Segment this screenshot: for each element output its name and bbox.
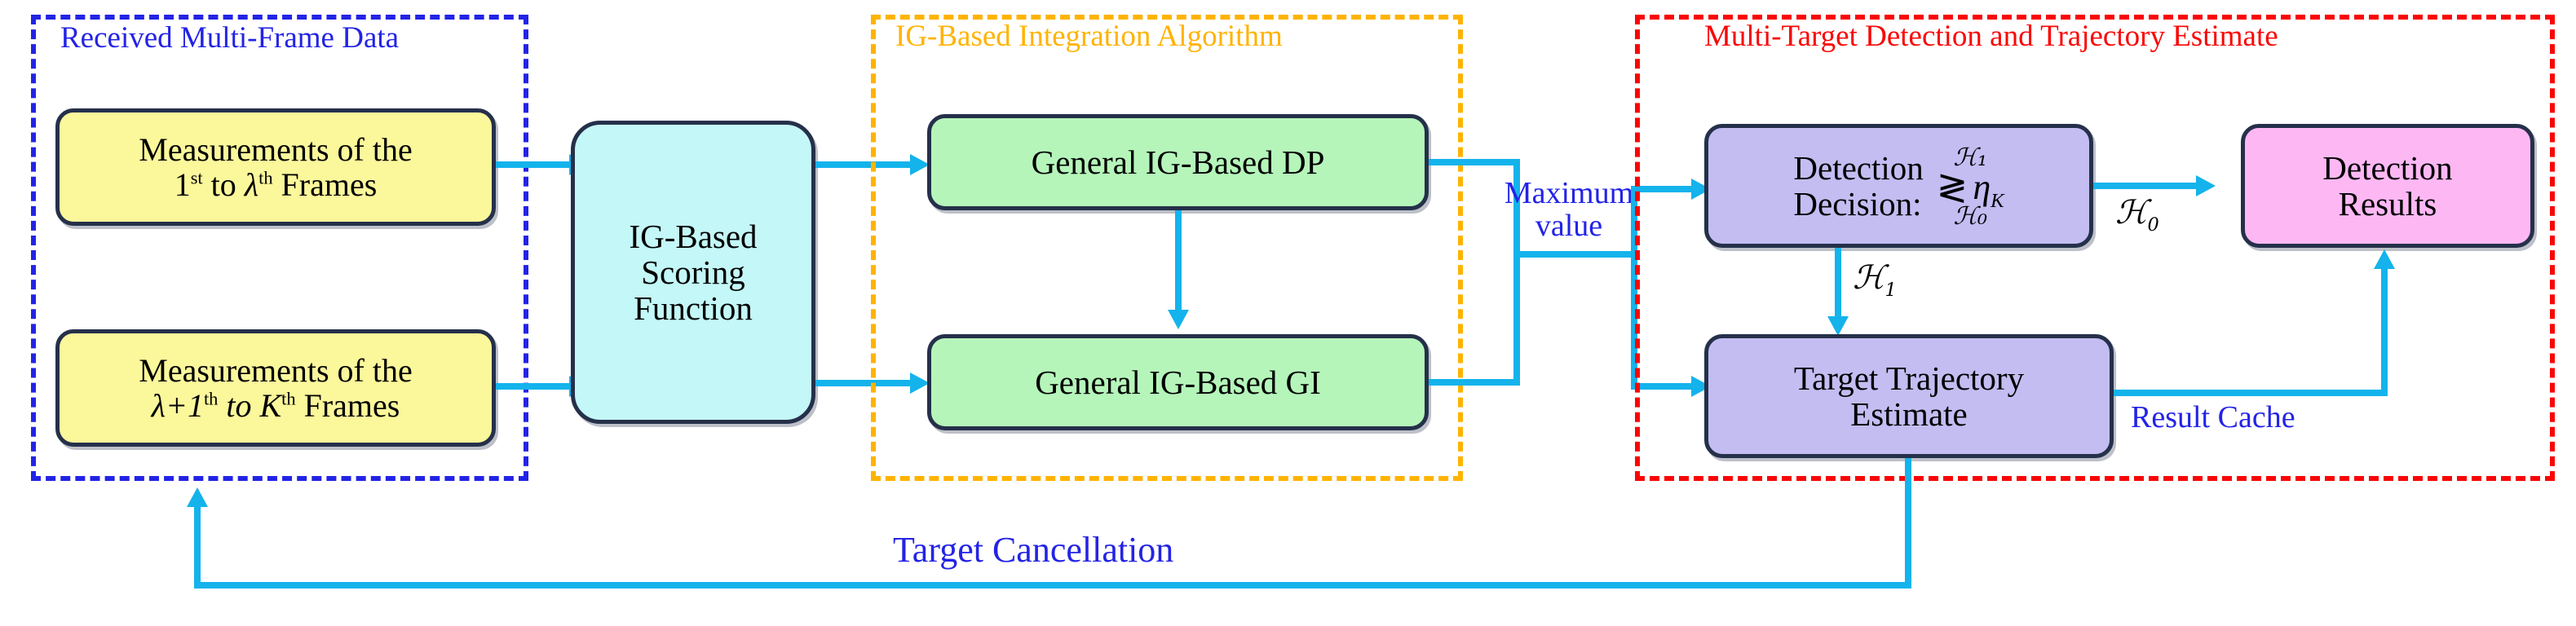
label-maximum-value: Maximum value	[1487, 176, 1650, 243]
label-result-cache: Result Cache	[2131, 400, 2295, 434]
detection-results-line2: Results	[2338, 185, 2437, 223]
node-detection-results-text: Detection Results	[2245, 148, 2530, 223]
node-dp-text: General IG-Based DP	[1031, 143, 1325, 181]
meas-second-frames: Frames	[295, 387, 400, 424]
meas-second-line1: Measurements of the	[139, 351, 413, 389]
node-detection-decision[interactable]: Detection Decision: ℋ₁ ≷ηK ℋ₀	[1704, 124, 2093, 248]
meas-second-sup2: th	[281, 388, 296, 409]
hypothesis-h1-top: ℋ₁	[1953, 143, 1988, 172]
group-received-title: Received Multi-Frame Data	[60, 21, 400, 55]
merge-line-vertical	[1513, 159, 1520, 386]
maximum-value-line2: value	[1535, 208, 1603, 243]
h0-symbol: ℋ	[2115, 194, 2148, 231]
meas-second-to-k: to K	[218, 387, 282, 424]
trajectory-line1: Target Trajectory	[1793, 359, 2025, 397]
node-measurements-first-frames-text: Measurements of the 1st to λth Frames	[60, 132, 492, 202]
meas-first-frames: Frames	[272, 166, 378, 203]
merge-line-gi-right	[1429, 379, 1520, 386]
node-ig-based-scoring-function[interactable]: IG-Based Scoring Function	[571, 121, 815, 424]
node-scoring-text: IG-Based Scoring Function	[575, 217, 811, 328]
node-detection-decision-text: Detection Decision: ℋ₁ ≷ηK ℋ₀	[1708, 143, 2089, 231]
meas-first-lambda: λ	[244, 166, 259, 203]
arrow-line-dp-to-gi	[1175, 210, 1182, 311]
label-h1-branch: ℋ1	[1853, 259, 1897, 299]
h1-symbol: ℋ	[1853, 259, 1885, 297]
node-general-ig-based-gi[interactable]: General IG-Based GI	[927, 334, 1429, 430]
split-line-to-decision	[1631, 186, 1701, 192]
detection-decision-line2: Decision:	[1793, 185, 1922, 223]
detection-results-line1: Detection	[2322, 148, 2453, 187]
arrow-head-scoring-to-dp	[910, 154, 930, 175]
arrow-line-meas1-to-scoring	[496, 161, 571, 168]
comparison-operator: ≷	[1936, 166, 1968, 209]
target-cancellation-line-up	[194, 507, 201, 589]
scoring-line1: IG-Based	[629, 217, 758, 255]
maximum-value-line1: Maximum	[1504, 176, 1634, 210]
h1-subscript: 1	[1885, 280, 1897, 301]
meas-first-sup2: th	[258, 167, 273, 188]
node-detection-results[interactable]: Detection Results	[2241, 124, 2534, 248]
arrow-head-decision-to-results	[2196, 175, 2216, 196]
detection-decision-words: Detection Decision:	[1793, 148, 1924, 223]
group-received-multi-frame-data	[31, 15, 528, 481]
threshold-comparison: ≷ηK	[1936, 166, 2004, 211]
hypothesis-h0-bottom: ℋ₀	[1953, 201, 1988, 231]
meas-second-lambda: λ+1	[151, 387, 204, 424]
eta-symbol: η	[1973, 167, 1991, 208]
arrow-head-dp-to-gi	[1168, 310, 1189, 329]
node-target-trajectory-estimate[interactable]: Target Trajectory Estimate	[1704, 334, 2114, 458]
scoring-line2: Scoring	[641, 253, 745, 291]
arrow-head-scoring-to-gi	[910, 373, 930, 394]
meas-first-num: 1	[174, 166, 191, 203]
scoring-line3: Function	[634, 289, 753, 328]
threshold-eta: ηK	[1973, 167, 2004, 211]
arrow-line-decision-to-trajectory	[1835, 248, 1841, 320]
target-cancellation-arrow-head	[187, 487, 208, 507]
meas-first-line2: 1st to λth Frames	[68, 167, 484, 202]
label-h0-branch: ℋ0	[2115, 194, 2159, 234]
meas-first-to: to	[202, 166, 245, 203]
result-cache-arrow-head	[2374, 249, 2395, 269]
meas-second-line2: λ+1th to Kth Frames	[68, 388, 484, 423]
arrow-line-scoring-to-dp	[815, 161, 912, 168]
split-line-to-trajectory	[1631, 383, 1701, 390]
meas-second-sup1: th	[203, 388, 219, 409]
merge-line-dp-right	[1429, 159, 1520, 165]
meas-first-sup1: st	[190, 167, 203, 188]
arrow-line-scoring-to-gi	[815, 380, 912, 386]
target-cancellation-line-horizontal	[194, 582, 1911, 589]
node-measurements-first-frames[interactable]: Measurements of the 1st to λth Frames	[55, 108, 496, 226]
trajectory-line2: Estimate	[1850, 395, 1968, 433]
label-target-cancellation: Target Cancellation	[893, 530, 1174, 570]
group-integration-title: IG-Based Integration Algorithm	[895, 20, 1283, 53]
node-gi-text: General IG-Based GI	[1035, 363, 1321, 401]
group-ig-based-integration-algorithm	[871, 15, 1463, 481]
node-measurements-second-frames[interactable]: Measurements of the λ+1th to Kth Frames	[55, 329, 496, 447]
node-measurements-second-frames-text: Measurements of the λ+1th to Kth Frames	[60, 353, 492, 423]
node-trajectory-text: Target Trajectory Estimate	[1708, 359, 2110, 433]
node-general-ig-based-dp[interactable]: General IG-Based DP	[927, 114, 1429, 210]
detection-decision-line1: Detection	[1793, 148, 1924, 187]
split-line-vertical	[1631, 186, 1637, 390]
result-cache-line-vertical	[2381, 269, 2388, 396]
merge-line-to-detection	[1513, 251, 1637, 258]
group-multi-target-detection-trajectory	[1635, 15, 2555, 481]
group-detection-title: Multi-Target Detection and Trajectory Es…	[1704, 20, 2278, 53]
meas-first-line1: Measurements of the	[139, 130, 413, 168]
arrow-line-meas2-to-scoring	[496, 383, 571, 390]
detection-decision-math: ℋ₁ ≷ηK ℋ₀	[1936, 143, 2004, 231]
result-cache-line-horizontal	[2114, 390, 2388, 396]
h0-subscript: 0	[2147, 214, 2159, 236]
eta-subscript: K	[1991, 189, 2004, 212]
target-cancellation-line-down	[1905, 458, 1911, 589]
arrow-line-decision-to-results	[2093, 183, 2199, 189]
arrow-head-decision-to-trajectory	[1827, 316, 1849, 336]
